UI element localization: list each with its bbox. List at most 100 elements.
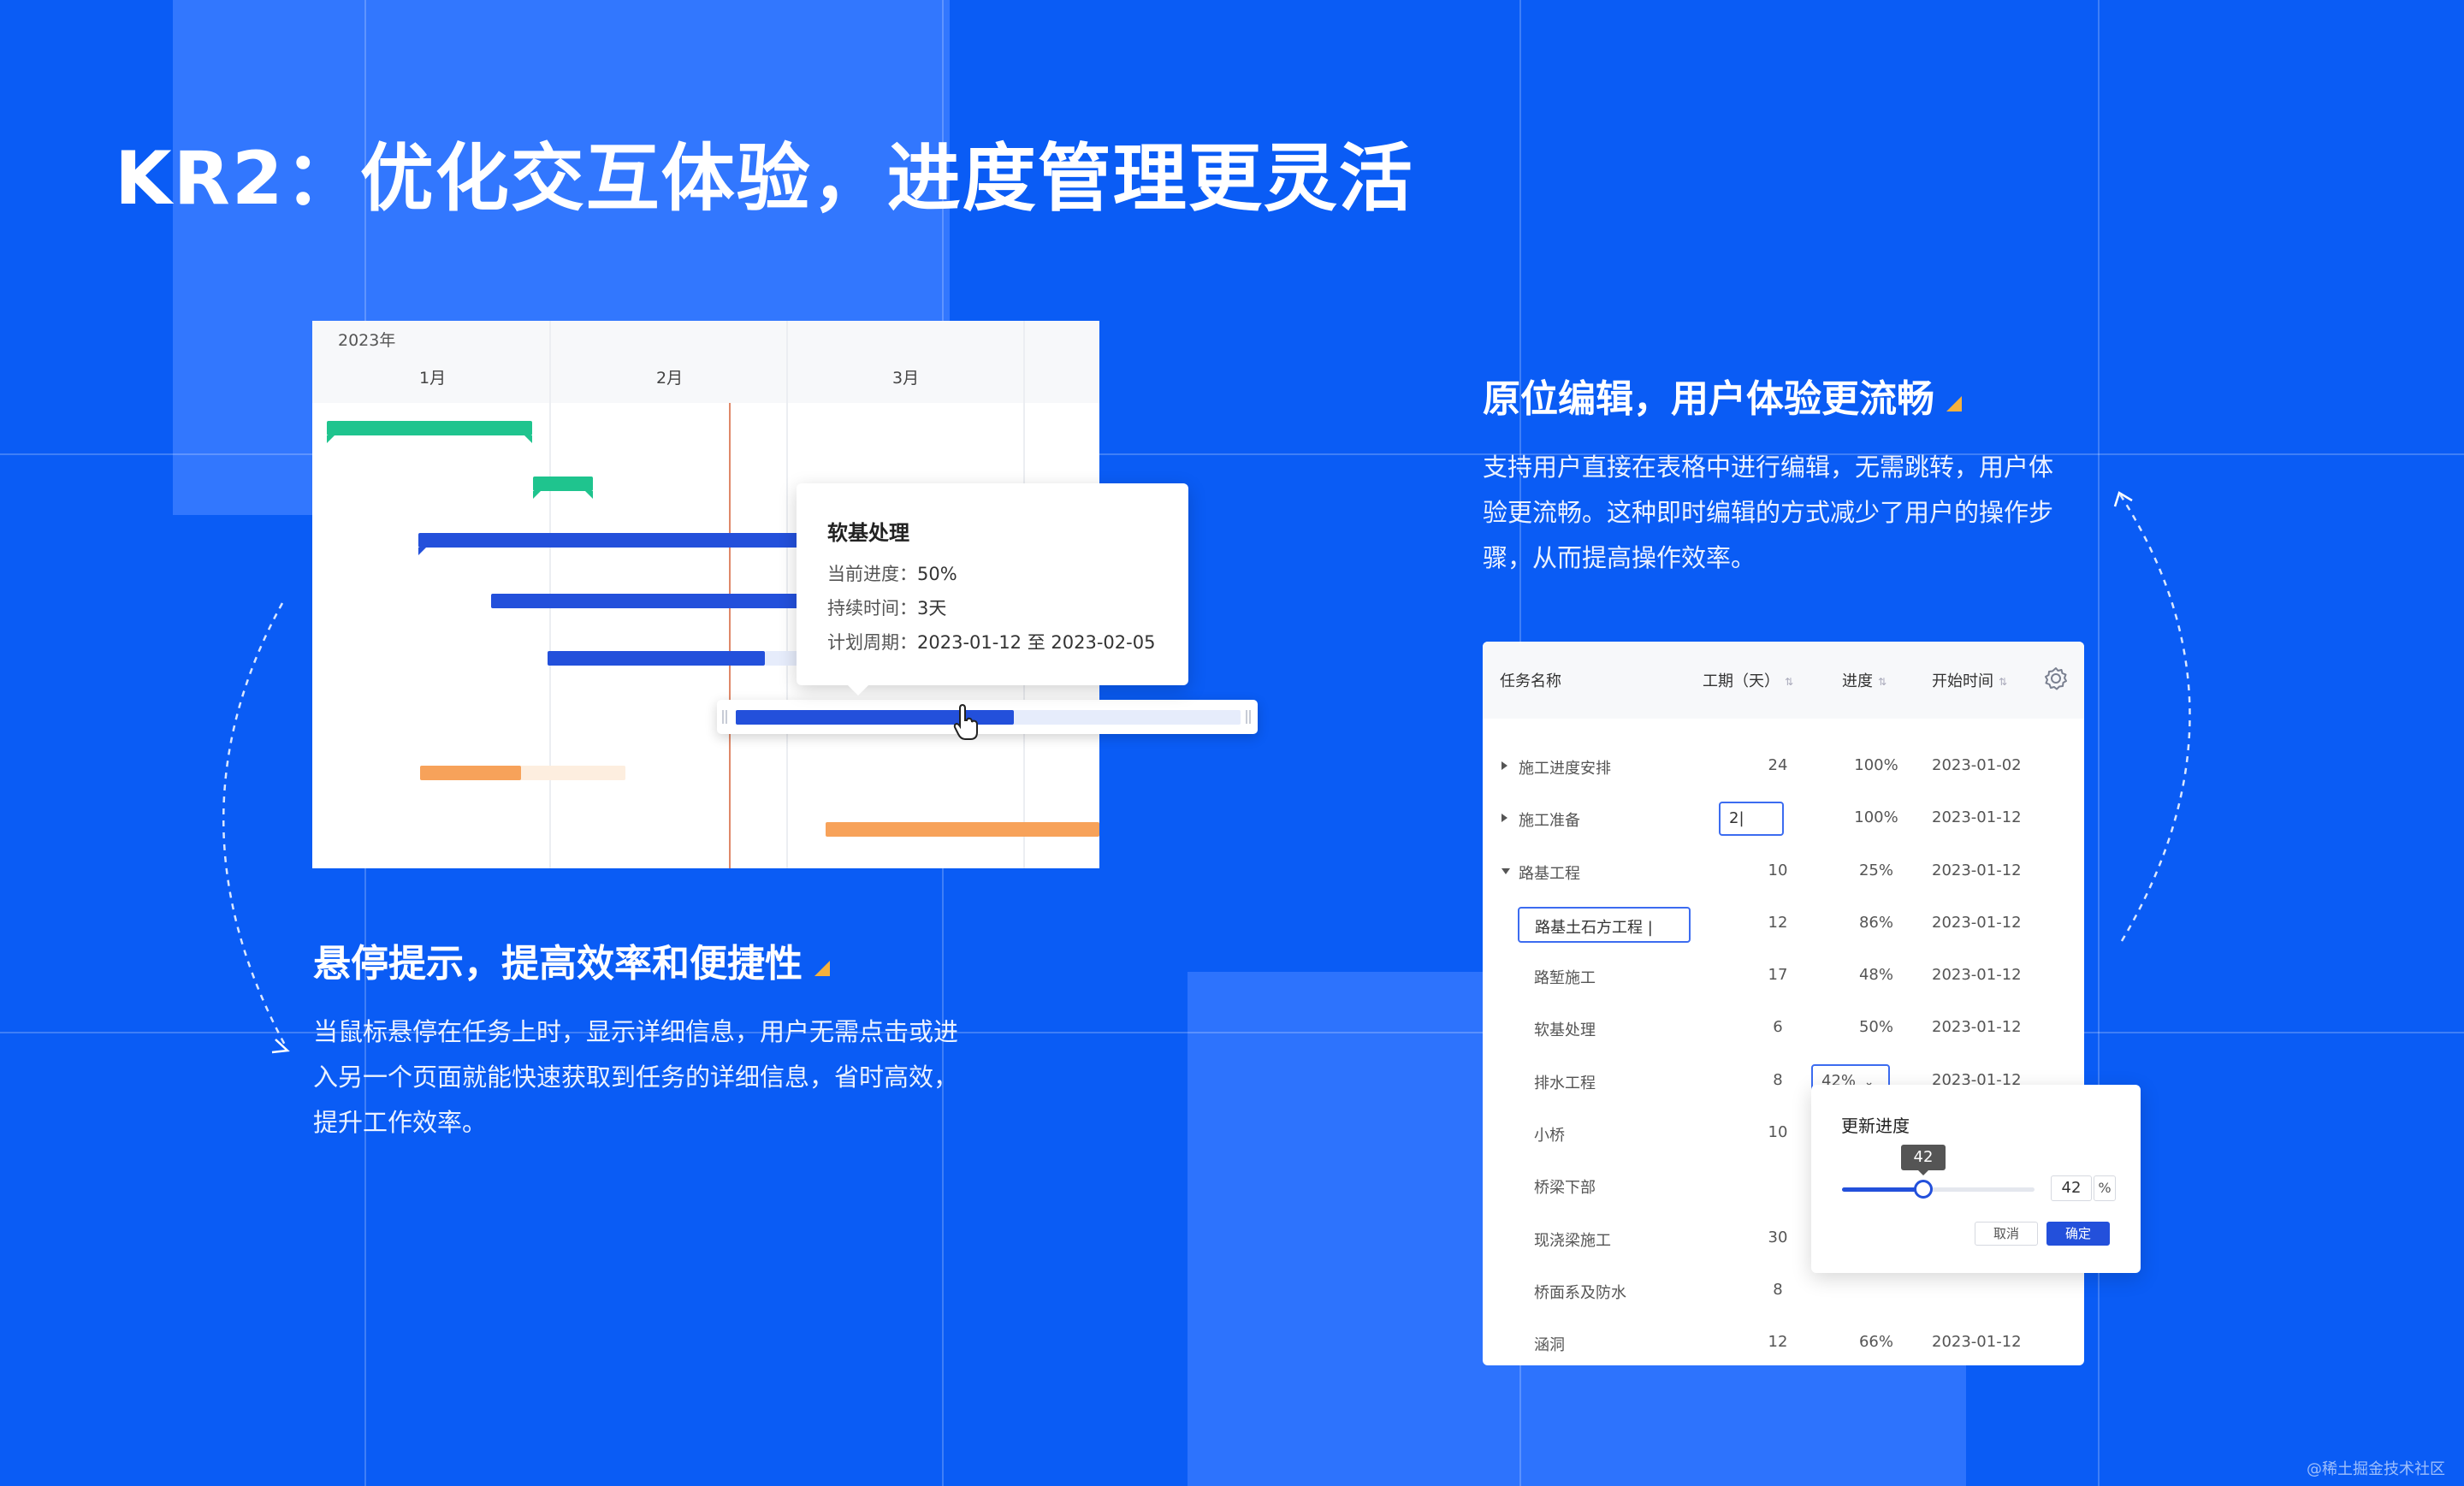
table-row[interactable]: 桥面系及防水 8 [1483, 1265, 2084, 1317]
cancel-button[interactable]: 取消 [1975, 1222, 2038, 1246]
table-row[interactable]: 桥梁下部 [1483, 1160, 2084, 1212]
cell-task-name: 桥面系及防水 [1534, 1284, 1626, 1302]
tooltip-duration-value: 3天 [917, 598, 947, 619]
cell-duration[interactable]: 12 [1768, 914, 1788, 932]
tooltip-period-value: 2023-01-12 至 2023-02-05 [917, 632, 1156, 653]
tooltip-title: 软基处理 [827, 521, 909, 545]
chevron-down-icon: ⌄ [1863, 1075, 1875, 1089]
cell-task-name: 小桥 [1534, 1127, 1565, 1145]
drag-handle-right[interactable] [1246, 710, 1251, 724]
cell-duration[interactable]: 10 [1768, 1123, 1788, 1141]
table-row[interactable]: 路基土石方工程 | 12 86% 2023-01-12 [1483, 898, 2084, 950]
cell-progress[interactable]: 48% [1858, 966, 1893, 984]
table-row[interactable]: 路堑施工 17 48% 2023-01-12 [1483, 950, 2084, 1003]
cell-start-time[interactable]: 2023-01-12 [1932, 966, 2022, 984]
sort-icon[interactable]: ⇅ [1999, 676, 2008, 688]
gantt-group-bar[interactable] [327, 421, 532, 443]
cell-start-time[interactable]: 2023-01-12 [1932, 861, 2022, 879]
cell-duration[interactable]: 6 [1773, 1018, 1783, 1036]
header-progress[interactable]: 进度 ⇅ [1842, 669, 1886, 691]
cell-task-name: 现浇梁施工 [1534, 1232, 1611, 1250]
cell-progress[interactable]: 50% [1858, 1018, 1893, 1036]
header-label: 进度 [1842, 672, 1873, 690]
inline-section-title: 原位编辑，用户体验更流畅 [1483, 368, 1962, 423]
task-name-inline-input[interactable]: 路基土石方工程 | [1518, 907, 1691, 943]
table-row[interactable]: 涵洞 12 66% 2023-01-12 [1483, 1317, 2084, 1370]
cell-duration[interactable]: 24 [1768, 756, 1788, 774]
hover-section-title-text: 悬停提示，提高效率和便捷性 [313, 942, 803, 986]
progress-number-input[interactable]: 42 [2051, 1175, 2092, 1201]
cell-duration[interactable]: 8 [1773, 1281, 1783, 1299]
cell-progress[interactable]: 66% [1858, 1333, 1893, 1351]
cell-duration[interactable]: 17 [1768, 966, 1788, 984]
gantt-task-bar[interactable] [548, 651, 765, 666]
duration-inline-input[interactable]: 2| [1719, 802, 1784, 836]
inline-section-description: 支持用户直接在表格中进行编辑，无需跳转，用户体 验更流畅。这种即时编辑的方式减少… [1483, 445, 2099, 581]
header-start-time[interactable]: 开始时间 ⇅ [1932, 669, 2007, 691]
drag-handle-left[interactable] [722, 710, 727, 724]
gantt-hover-tooltip: 软基处理 当前进度：50% 持续时间：3天 计划周期：2023-01-12 至 … [797, 483, 1188, 696]
gantt-today-line [729, 403, 731, 868]
cell-progress[interactable]: 25% [1858, 861, 1893, 879]
hover-section-description: 当鼠标悬停在任务上时，显示详细信息，用户无需点击或进 入另一个页面就能快速获取到… [313, 1009, 998, 1146]
gear-icon[interactable] [2043, 666, 2069, 691]
expand-caret-icon[interactable] [1502, 761, 1507, 770]
header-duration[interactable]: 工期（天） ⇅ [1703, 669, 1793, 691]
table-row[interactable]: 施工准备 2| 100% 2023-01-12 [1483, 793, 2084, 845]
tooltip-progress-label: 当前进度： [827, 564, 917, 584]
table-row[interactable]: 现浇梁施工 30 [1483, 1213, 2084, 1265]
cell-progress[interactable]: 86% [1858, 914, 1893, 932]
popover-title: 更新进度 [1841, 1116, 1910, 1136]
gantt-header [312, 321, 1099, 403]
cell-duration[interactable]: 10 [1768, 861, 1788, 879]
cell-start-time[interactable]: 2023-01-12 [1932, 1018, 2022, 1036]
hand-cursor-icon [953, 703, 978, 740]
header-label: 开始时间 [1932, 672, 1993, 690]
gantt-group-bar[interactable] [533, 477, 593, 499]
sort-icon[interactable]: ⇅ [1878, 676, 1887, 688]
sort-icon[interactable]: ⇅ [1785, 676, 1794, 688]
cell-duration[interactable]: 12 [1768, 1333, 1788, 1351]
task-name-input-value: 路基土石方工程 | [1535, 919, 1653, 937]
gantt-task-bar[interactable] [418, 533, 803, 555]
inline-section-title-text: 原位编辑，用户体验更流畅 [1483, 377, 1934, 421]
update-progress-popover: 更新进度 42 42 % 取消 确定 [1811, 1085, 2141, 1273]
tooltip-duration-row: 持续时间：3天 [827, 595, 946, 620]
cell-start-time[interactable]: 2023-01-12 [1932, 914, 2022, 932]
table-row[interactable]: 路基工程 10 25% 2023-01-12 [1483, 846, 2084, 898]
duration-input-value: 2| [1729, 809, 1744, 827]
gantt-task-bar[interactable] [826, 822, 1099, 837]
cell-task-name: 施工进度安排 [1519, 760, 1611, 778]
confirm-button[interactable]: 确定 [2046, 1222, 2110, 1246]
cell-progress[interactable]: 100% [1854, 808, 1898, 826]
table-row[interactable]: 小桥 10 [1483, 1108, 2084, 1160]
gantt-task-bar[interactable] [420, 766, 521, 780]
cell-start-time[interactable]: 2023-01-12 [1932, 1071, 2022, 1089]
drag-bar-progress [736, 710, 1014, 725]
cell-duration[interactable]: 8 [1773, 1071, 1783, 1089]
tooltip-progress-value: 50% [917, 564, 957, 584]
watermark: @稀土掘金技术社区 [2307, 1460, 2445, 1478]
table-row[interactable]: 软基处理 6 50% 2023-01-12 [1483, 1003, 2084, 1055]
header-label: 任务名称 [1500, 672, 1561, 690]
progress-slider-track[interactable] [1842, 1187, 2035, 1192]
accent-mark-icon [814, 961, 830, 976]
cell-start-time[interactable]: 2023-01-02 [1932, 756, 2022, 774]
cell-progress[interactable]: 100% [1854, 756, 1898, 774]
progress-slider-thumb[interactable] [1914, 1180, 1933, 1199]
cell-start-time[interactable]: 2023-01-12 [1932, 808, 2022, 826]
table-row[interactable]: 施工进度安排 24 100% 2023-01-02 [1483, 741, 2084, 793]
page-title: KR2：优化交互体验，进度管理更灵活 [115, 136, 1414, 222]
progress-slider-fill [1842, 1187, 1923, 1192]
table-header [1483, 642, 2084, 719]
header-label: 工期（天） [1703, 672, 1780, 690]
expand-caret-icon[interactable] [1502, 814, 1507, 822]
description-line: 入另一个页面就能快速获取到任务的详细信息，省时高效， [313, 1063, 959, 1092]
gantt-task-bar[interactable] [491, 594, 808, 608]
gantt-drag-bar[interactable] [717, 700, 1258, 740]
gantt-task-remaining [765, 651, 799, 666]
cell-duration[interactable]: 30 [1768, 1228, 1788, 1246]
cell-task-name: 路基工程 [1519, 865, 1580, 883]
cell-start-time[interactable]: 2023-01-12 [1932, 1333, 2022, 1351]
collapse-caret-icon[interactable] [1502, 868, 1510, 874]
